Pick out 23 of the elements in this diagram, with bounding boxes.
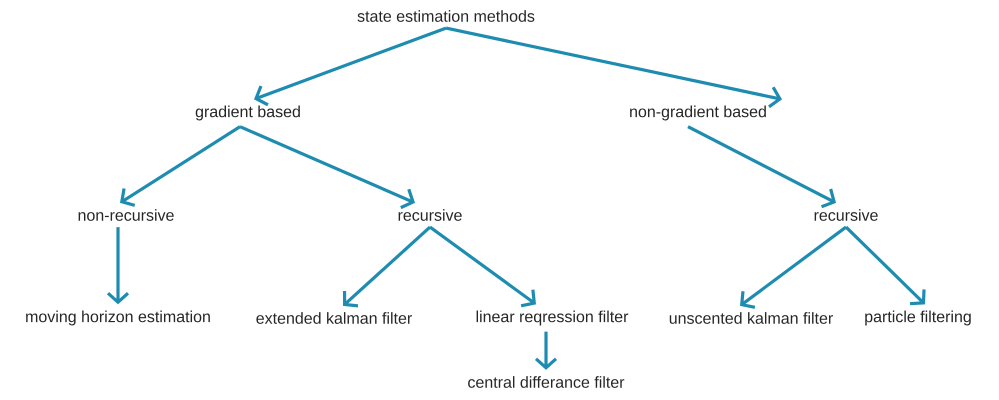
- arrow: [844, 226, 926, 306]
- arrow: [429, 226, 536, 308]
- label-text: extended kalman filter: [256, 312, 412, 324]
- arrow: [534, 332, 558, 370]
- arrow: [106, 227, 130, 304]
- label-text: non-gradient based: [630, 106, 766, 120]
- arrow: [254, 26, 447, 106]
- arrow: [446, 26, 782, 108]
- arrow: [120, 125, 241, 207]
- label-text: recursive: [814, 209, 878, 221]
- label-text: linear reqression filter: [476, 310, 628, 326]
- label-text: unscented kalman filter: [670, 312, 833, 324]
- label-text: particle filtering: [865, 310, 971, 326]
- label-text: gradient based: [196, 106, 300, 120]
- label-text: moving horizon estimation: [26, 310, 210, 326]
- label-text: state estimation methods: [358, 10, 534, 22]
- arrow: [687, 125, 836, 208]
- label-text: central differance filter: [468, 376, 624, 388]
- arrow: [342, 226, 432, 308]
- label-text: non-recursive: [78, 209, 174, 221]
- arrow: [740, 226, 847, 309]
- label-text: recursive: [398, 209, 462, 221]
- arrow: [239, 125, 415, 210]
